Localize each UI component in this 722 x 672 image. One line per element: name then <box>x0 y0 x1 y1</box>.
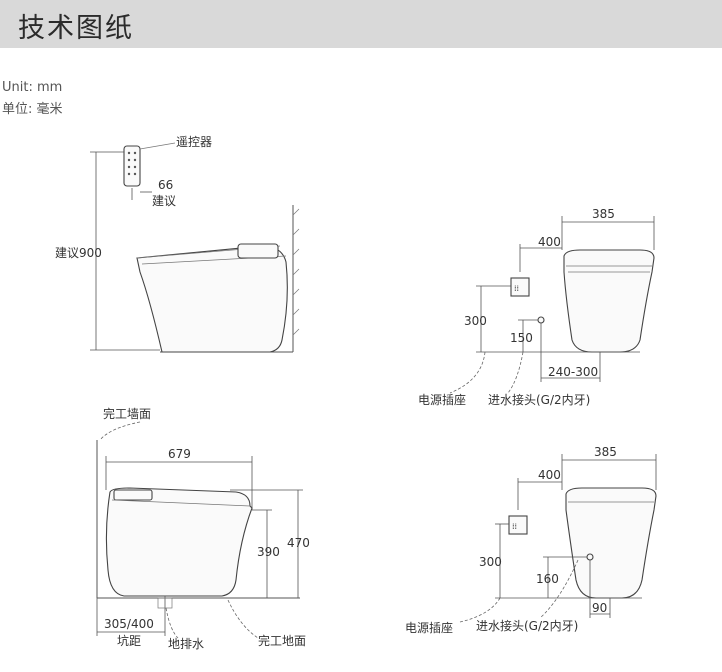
pit-distance-value: 305/400 <box>104 617 154 631</box>
unit-label-cn: 单位: 毫米 <box>2 102 63 117</box>
floor-drain-label: 地排水 <box>168 637 204 651</box>
top-width-value: 385 <box>592 207 615 221</box>
pit-distance-label: 坑距 <box>117 633 141 648</box>
total-height-value: 470 <box>287 536 310 550</box>
top-socket-label: 电源插座 <box>418 392 466 407</box>
water-inlet-shape <box>537 316 545 324</box>
suggest-label: 建议 <box>152 194 176 208</box>
bottom-inlet-label: 进水接头(G/2内牙) <box>476 618 578 633</box>
remote-label: 遥控器 <box>176 135 212 149</box>
side-view-bottom: 完工墙面 679 390 470 305/400 坑距 地排水 完工地面 <box>96 406 310 651</box>
bottom-width-value: 385 <box>594 445 617 459</box>
header-bar: 技术图纸 <box>0 0 722 48</box>
back-view-bottom: 385 400 ⁞⁞ 300 160 90 电源插座 进水接头(G/2内牙) <box>405 445 657 635</box>
wall-hatch <box>292 208 300 336</box>
top-depth-value: 400 <box>538 235 561 249</box>
top-inlet-label: 进水接头(G/2内牙) <box>488 392 590 407</box>
drain-outlet <box>157 597 173 609</box>
bottom-inlet-offset-value: 90 <box>592 601 607 615</box>
top-inlet-offset-value: 240-300 <box>548 365 598 379</box>
bottom-length-value: 679 <box>168 447 191 461</box>
back-view-top: 385 400 ⁞⁞ 300 150 240-300 电源插座 进水接头(G/2… <box>418 207 655 407</box>
power-socket-shape-bottom <box>508 515 528 535</box>
bottom-depth-value: 400 <box>538 468 561 482</box>
seat-height-value: 390 <box>257 545 280 559</box>
svg-text:⁞⁞: ⁞⁞ <box>514 284 519 293</box>
toilet-side-body-bottom <box>105 487 253 597</box>
power-socket-shape <box>510 277 530 297</box>
remote-offset-value: 66 <box>158 178 173 192</box>
top-socket-height-value: 300 <box>464 314 487 328</box>
remote-control-shape <box>123 145 141 187</box>
top-inlet-height-value: 150 <box>510 331 533 345</box>
remote-buttons <box>127 151 137 176</box>
bottom-inlet-height-value: 160 <box>536 572 559 586</box>
bottom-socket-height-value: 300 <box>479 555 502 569</box>
svg-text:⁞⁞: ⁞⁞ <box>512 522 517 531</box>
control-panel-bottom <box>113 489 153 501</box>
toilet-side-body <box>136 245 288 353</box>
toilet-back-body-bottom <box>565 487 657 599</box>
control-panel <box>237 243 279 259</box>
water-inlet-shape-bottom <box>586 553 594 561</box>
bottom-socket-label: 电源插座 <box>405 620 453 635</box>
unit-label-en: Unit: mm <box>2 80 63 95</box>
finished-floor-label: 完工地面 <box>258 633 306 648</box>
toilet-back-body <box>563 249 655 353</box>
suggest-height-value: 建议900 <box>55 246 102 260</box>
page-title: 技术图纸 <box>18 13 134 44</box>
finished-wall-label: 完工墙面 <box>103 406 151 421</box>
side-view-top: 遥控器 66 建议 建议900 <box>55 135 300 353</box>
